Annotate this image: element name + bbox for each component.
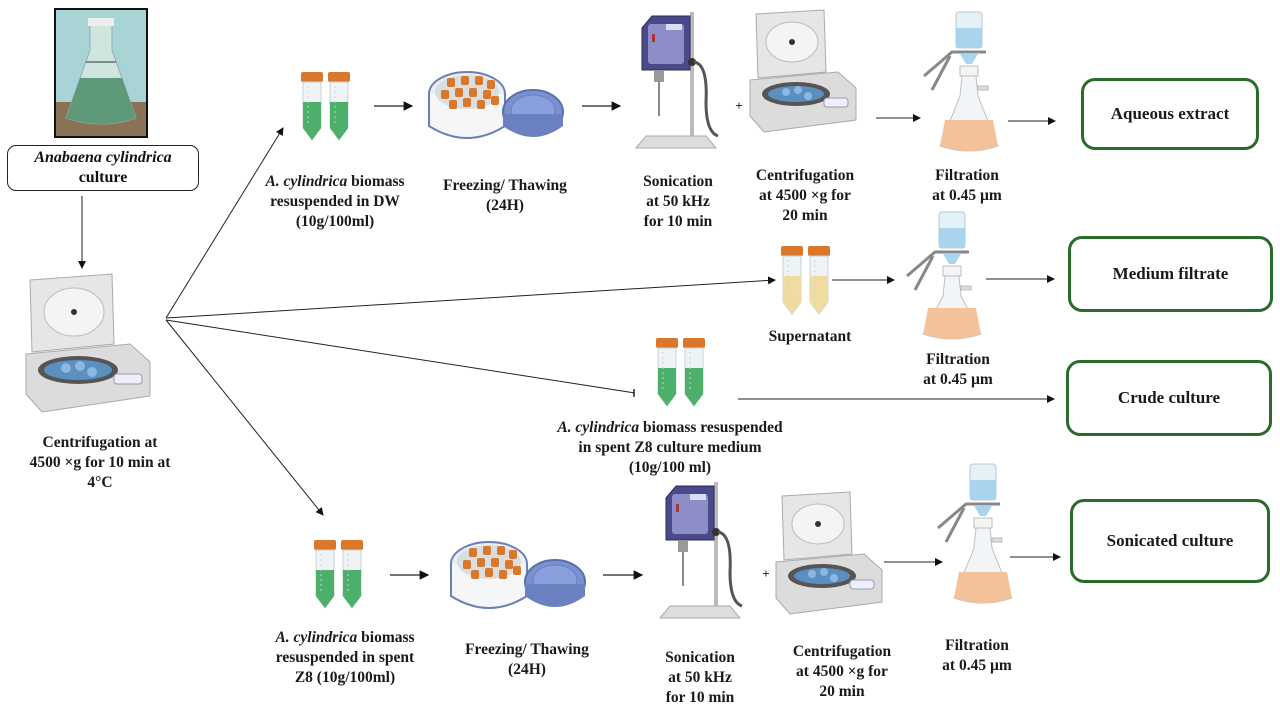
yellow-tubes-icon xyxy=(781,246,830,315)
sonicator-icon xyxy=(658,482,743,619)
label-line: at 4500 ×g for xyxy=(759,187,851,204)
label-line: 20 min xyxy=(782,207,828,224)
plus-sign: + xyxy=(762,566,770,581)
label-line: in spent Z8 culture medium xyxy=(578,439,762,456)
output-aqueous-extract: Aqueous extract xyxy=(1081,78,1259,150)
source-species-name: Anabaena cylindrica xyxy=(34,149,172,166)
label-line: at 0.45 µm xyxy=(942,657,1012,674)
son-filtration-label: Filtration at 0.45 µm xyxy=(922,636,1032,676)
filtration-flask-icon xyxy=(923,11,999,152)
label-line: (10g/100 ml) xyxy=(628,459,712,476)
label-line: biomass xyxy=(357,629,415,646)
label-line: Filtration xyxy=(926,351,990,368)
arrow-branch-aqueous xyxy=(165,127,284,319)
son-centrifugation-label: Centrifugation at 4500 ×g for 20 min xyxy=(772,642,912,702)
freezer-box-icon xyxy=(450,541,586,609)
plus-sign: + xyxy=(735,98,743,113)
label-line: resuspended in spent xyxy=(275,649,415,666)
arrow-branch-medium xyxy=(165,276,776,319)
label-line: for 10 min xyxy=(643,213,713,230)
first-centrifugation-label: Centrifugation at 4500 ×g for 10 min at … xyxy=(0,433,200,493)
label-line: Centrifugation xyxy=(755,167,855,184)
son-sonication-label: Sonication at 50 kHz for 10 min xyxy=(650,648,750,708)
centrifuge-icon xyxy=(775,491,883,615)
centrifuge-icon xyxy=(25,273,151,413)
label-line: Freezing/ Thawing xyxy=(443,177,567,194)
arrow-branch-crude xyxy=(165,319,636,394)
centrifuge-icon xyxy=(749,9,857,133)
aq-freeze-label: Freezing/ Thawing (24H) xyxy=(425,176,585,216)
species-italic: A. cylindrica xyxy=(265,173,348,190)
label-line: 20 min xyxy=(819,683,865,700)
flask-photo-illustration xyxy=(56,10,146,136)
label-line: biomass resuspended xyxy=(639,419,783,436)
label-line: (24H) xyxy=(508,661,546,678)
label-line: at 50 kHz xyxy=(646,193,710,210)
species-italic: A. cylindrica xyxy=(275,629,358,646)
aq-centrifugation-label: Centrifugation at 4500 ×g for 20 min xyxy=(735,166,875,226)
output-sonicated-culture: Sonicated culture xyxy=(1070,499,1270,583)
culture-flask-photo xyxy=(54,8,148,138)
label-line: at 50 kHz xyxy=(668,669,732,686)
output-medium-filtrate: Medium filtrate xyxy=(1068,236,1273,312)
aq-filtration-label: Filtration at 0.45 µm xyxy=(912,166,1022,206)
label-line: Filtration xyxy=(935,167,999,184)
label-line: 4°C xyxy=(87,474,113,491)
label-line: Centrifugation at xyxy=(42,434,158,451)
sonicator-icon xyxy=(634,12,719,149)
label-line: Z8 (10g/100ml) xyxy=(294,669,396,686)
source-culture-label: Anabaena cylindrica culture xyxy=(7,145,199,191)
crude-biomass-label: A. cylindrica biomass resuspended in spe… xyxy=(520,418,820,478)
arrow-branch-sonicated xyxy=(165,319,324,516)
label-line: (10g/100ml) xyxy=(295,213,375,230)
species-italic: A. cylindrica xyxy=(557,419,640,436)
label-line: (24H) xyxy=(486,197,524,214)
son-biomass-label: A. cylindrica biomass resuspended in spe… xyxy=(255,628,435,688)
aq-sonication-label: Sonication at 50 kHz for 10 min xyxy=(628,172,728,232)
label-line: biomass xyxy=(347,173,405,190)
med-filtration-label: Filtration at 0.45 µm xyxy=(903,350,1013,390)
label-line: Centrifugation xyxy=(792,643,892,660)
son-freeze-label: Freezing/ Thawing (24H) xyxy=(447,640,607,680)
label-line: at 4500 ×g for xyxy=(796,663,888,680)
label-line: resuspended in DW xyxy=(270,193,400,210)
output-crude-culture: Crude culture xyxy=(1066,360,1272,436)
label-line: at 0.45 µm xyxy=(923,371,993,388)
green-tubes-icon xyxy=(314,540,363,609)
label-line: Sonication xyxy=(643,173,713,190)
green-tubes-icon xyxy=(301,72,350,141)
source-culture-word: culture xyxy=(78,169,128,186)
aq-biomass-label: A. cylindrica biomass resuspended in DW … xyxy=(245,172,425,232)
label-line: Sonication xyxy=(665,649,735,666)
supernatant-label: Supernatant xyxy=(768,328,852,345)
label-line: 4500 ×g for 10 min at xyxy=(29,454,171,471)
freezer-box-icon xyxy=(428,71,564,139)
label-line: Freezing/ Thawing xyxy=(465,641,589,658)
green-tubes-icon xyxy=(656,338,705,407)
label-line: at 0.45 µm xyxy=(932,187,1002,204)
filtration-flask-icon xyxy=(906,211,982,340)
label-line: Filtration xyxy=(945,637,1009,654)
filtration-flask-icon xyxy=(937,463,1013,604)
label-line: for 10 min xyxy=(665,689,735,706)
